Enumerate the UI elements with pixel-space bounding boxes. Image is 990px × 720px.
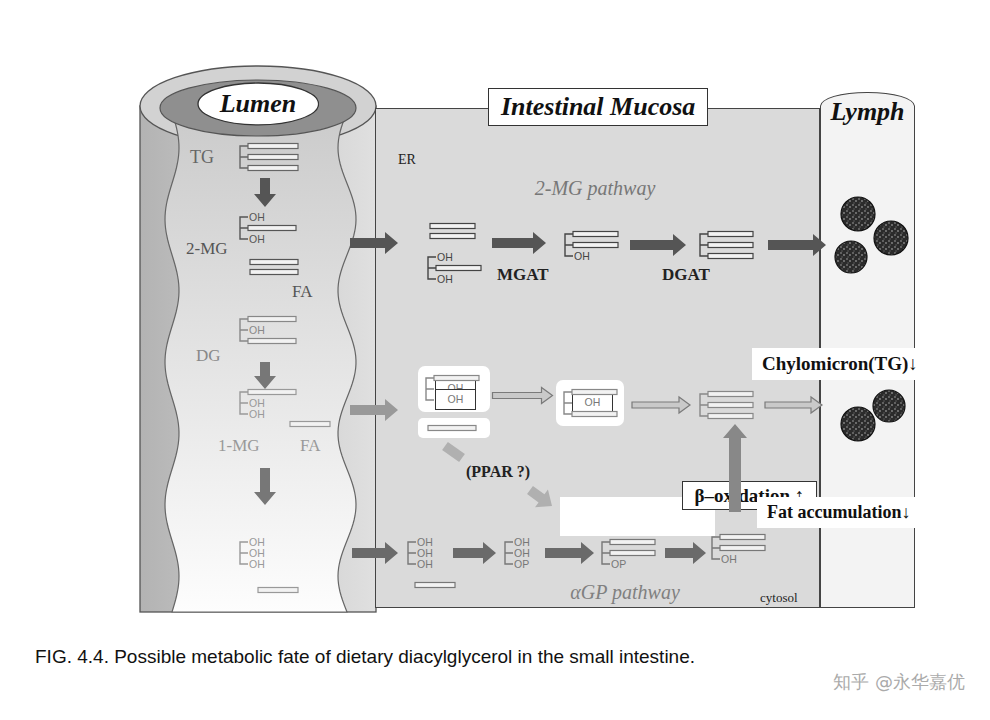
flow-arrow: [254, 178, 276, 207]
enzyme-label: DGAT: [662, 266, 710, 285]
region-label: ER: [398, 152, 416, 167]
hydroxyl-label: OH: [417, 559, 433, 570]
lipid-label: 2-MG: [186, 240, 228, 259]
hydroxyl-label: OH: [249, 559, 265, 570]
lipid-label: FA: [292, 283, 312, 302]
region-label: cytosol: [760, 591, 798, 605]
fat-accumulation-box: Fat accumulation↓: [757, 497, 921, 528]
hydroxyl-label: OH: [249, 537, 265, 548]
tube-rim: [140, 66, 376, 146]
node-label: OH: [572, 392, 614, 412]
hydroxyl-label: OH: [437, 274, 453, 285]
glycerol-backbone: [240, 542, 248, 564]
node-label: Chylomicron(TG)↓: [762, 353, 918, 375]
lumen-cavity: [165, 112, 356, 612]
fatty-acid-chain: [258, 588, 298, 593]
regulator-label: (PPAR ?): [466, 463, 530, 481]
hydroxyl-label: OH: [721, 554, 737, 565]
flow-arrow: [254, 468, 276, 505]
fatty-acid-chain: [248, 166, 298, 171]
pathway-label: αGP pathway: [570, 581, 680, 603]
fatty-acid-chain: [248, 155, 298, 160]
panel-heading: Lymph: [821, 97, 914, 127]
tube-wall: [140, 106, 376, 612]
hydroxyl-label: OH: [437, 252, 453, 263]
fatty-acid-chain: [248, 390, 296, 395]
diacylglycerol-box: OH: [556, 380, 624, 426]
node-label: Lumen: [220, 89, 297, 119]
node-label: OH: [435, 389, 477, 409]
hydroxyl-label: OH: [249, 234, 265, 245]
lumen-opening: [160, 80, 356, 136]
flow-arrow: [254, 362, 276, 389]
watermark: 知乎 @永华嘉优: [833, 672, 965, 692]
beta-oxidation-box: β–oxidation ↑: [560, 497, 716, 537]
chylomicron-box: Chylomicron(TG)↓: [752, 348, 928, 380]
lipid-label: TG: [190, 148, 214, 168]
glycerol-backbone: [240, 392, 248, 414]
hydroxyl-label: OH: [514, 548, 530, 559]
lipid-label: DG: [196, 347, 221, 366]
fatty-acid-chain: [248, 226, 296, 231]
hydroxyl-label: OH: [249, 548, 265, 559]
lipid-label: 1-MG: [218, 437, 260, 456]
lipid-label: FA: [300, 437, 320, 456]
enzyme-label: MGAT: [497, 266, 549, 285]
hydroxyl-label: OH: [514, 537, 530, 548]
fatty-acid-chain: [248, 144, 298, 149]
hydroxyl-label: OH: [417, 548, 433, 559]
hydroxyl-label: OH: [417, 537, 433, 548]
hydroxyl-label: OH: [249, 212, 265, 223]
panel-heading: Intestinal Mucosa: [488, 88, 708, 126]
monoacylglycerol-box: OHOH: [418, 366, 490, 412]
glycerol-backbone: [240, 217, 248, 239]
pathway-label: 2-MG pathway: [535, 177, 656, 199]
lumen-ellipse: Lumen: [197, 82, 320, 126]
hydroxyl-label: OP: [514, 559, 529, 570]
hydroxyl-label: OH: [249, 409, 265, 420]
fatty-acid-chain: [290, 422, 330, 427]
fatty-acid-chain: [248, 339, 296, 344]
glycerol-backbone: [240, 146, 248, 168]
fatty-acid-chain: [250, 270, 298, 275]
hydroxyl-label: OH: [249, 398, 265, 409]
glycerol-backbone: [240, 319, 248, 341]
node-label: Fat accumulation↓: [767, 502, 911, 523]
hydroxyl-label: OH: [574, 251, 590, 262]
figure-caption: FIG. 4.4. Possible metabolic fate of die…: [35, 647, 695, 668]
fatty-acid-chain: [248, 317, 296, 322]
hydroxyl-label: OP: [611, 559, 626, 570]
hydroxyl-label: OH: [249, 325, 265, 336]
fatty-acid-chain: [250, 260, 298, 265]
